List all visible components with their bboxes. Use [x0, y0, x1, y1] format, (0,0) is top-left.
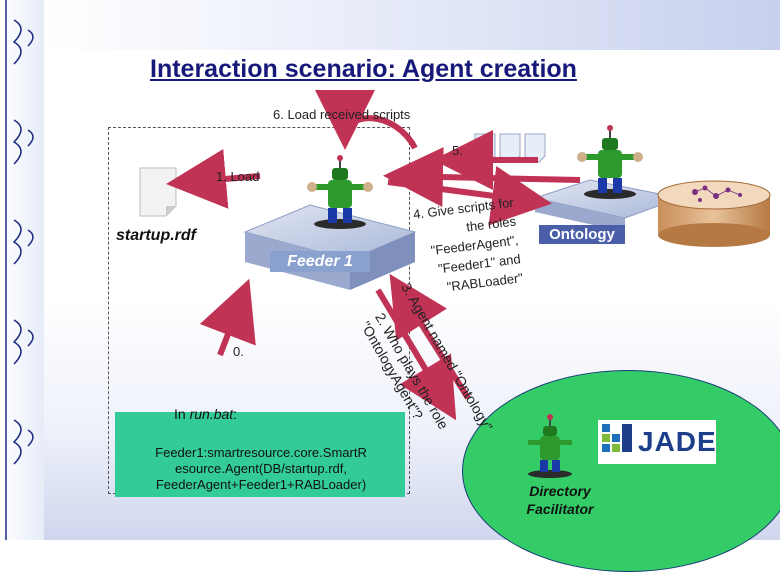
sidebar-decoration — [0, 0, 44, 540]
directory-facilitator-area — [462, 370, 780, 572]
arrow-agent-named — [389, 273, 471, 400]
agent-robot-icon — [307, 155, 373, 229]
document-icon — [139, 167, 177, 217]
jade-logo-text: JADE — [638, 426, 717, 457]
sidebar-wave-icon — [5, 0, 34, 540]
step5-label: 5. — [452, 143, 463, 158]
ontology-label: Ontology — [539, 225, 625, 244]
header-band — [44, 0, 780, 50]
arrow-scripts-return — [383, 147, 581, 208]
feeder-platform-label: Feeder 1 — [270, 251, 370, 272]
df-label-line-2: Facilitator — [526, 501, 594, 517]
arrow-load — [166, 149, 261, 209]
jade-logo-graphic — [602, 424, 632, 452]
df-label-line-1: Directory — [529, 483, 591, 499]
agent-robot-icon — [528, 414, 572, 478]
interaction-arrows — [166, 89, 581, 421]
slide-title: Interaction scenario: Agent creation — [150, 55, 577, 83]
step6-label: 6. Load received scripts — [273, 107, 411, 122]
step4-label: 4. Give scripts for the roles "FeederAge… — [412, 193, 524, 300]
arrow-start — [199, 278, 256, 357]
step0-label: 0. — [233, 344, 244, 359]
run-bat-line-3: FeederAgent+Feeder1+RABLoader) — [155, 477, 367, 492]
run-bat-title-suffix: : — [233, 406, 238, 422]
run-bat-line-2: esource.Agent(DB/startup.rdf, — [175, 461, 347, 476]
run-bat-title-filename: run.bat — [189, 406, 234, 422]
run-bat-command: Feeder1:smartresource.core.SmartR esourc… — [118, 445, 404, 493]
startup-file-label: startup.rdf — [116, 227, 196, 244]
database-icon — [657, 180, 771, 247]
arrow-load-received — [315, 89, 418, 150]
run-bat-line-1: Feeder1:smartresource.core.SmartR — [155, 445, 367, 460]
directory-facilitator-label: Directory Facilitator — [510, 482, 610, 518]
agent-robot-icon — [577, 125, 643, 199]
diagram-canvas — [139, 89, 771, 421]
run-bat-title-prefix: In — [174, 406, 190, 422]
run-bat-title: In run.bat: — [174, 406, 237, 422]
run-bat-box — [115, 412, 405, 497]
jade-logo-icon: JADE — [598, 420, 716, 464]
step1-label: 1. Load — [216, 169, 260, 184]
arrow-give-scripts — [387, 165, 552, 226]
